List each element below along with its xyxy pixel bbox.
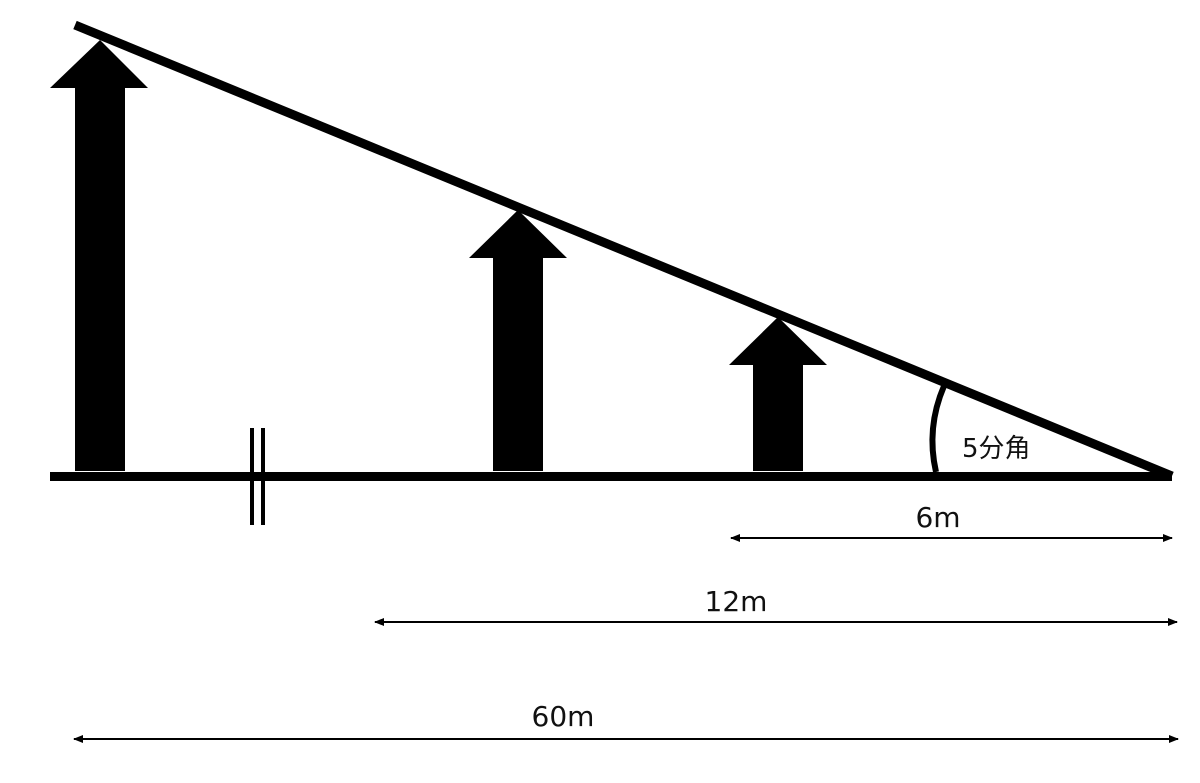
dimension-near: 6m bbox=[730, 501, 1173, 542]
ground-line bbox=[50, 472, 1172, 481]
arrow-near bbox=[729, 317, 827, 471]
dimension-far: 60m bbox=[73, 700, 1179, 743]
distance-label-mid: 12m bbox=[705, 585, 768, 618]
sight-line bbox=[73, 20, 1174, 481]
distance-label-near: 6m bbox=[915, 501, 960, 534]
angle-arc bbox=[929, 384, 947, 473]
dimension-mid: 12m bbox=[374, 585, 1178, 626]
arrow-far bbox=[50, 40, 148, 471]
distance-label-far: 60m bbox=[532, 700, 595, 733]
angle-label: 5分角 bbox=[962, 434, 1031, 464]
break-marks bbox=[250, 428, 265, 525]
arrow-mid bbox=[469, 210, 567, 471]
